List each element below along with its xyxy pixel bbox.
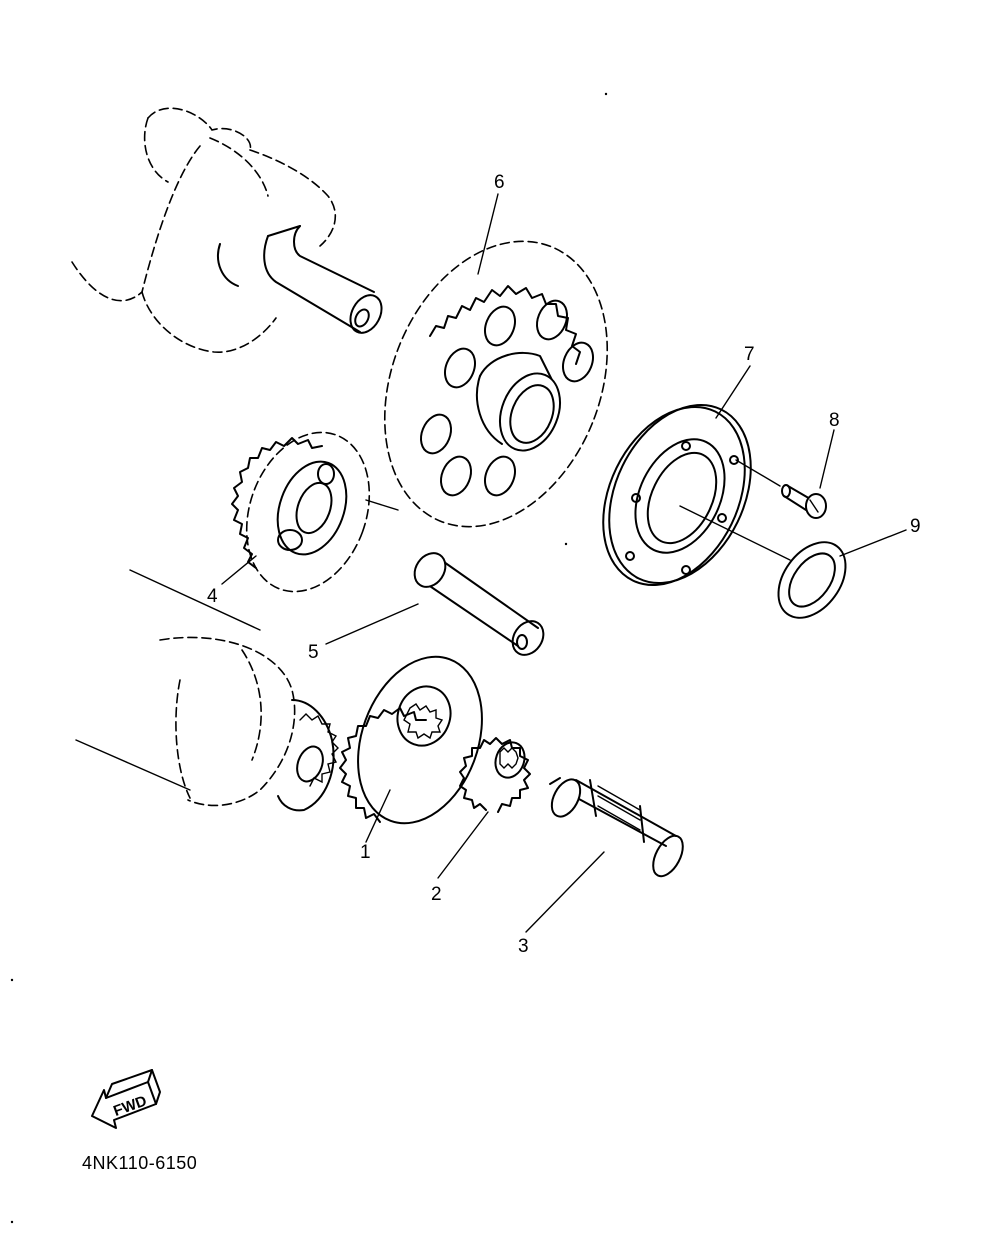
washer bbox=[777, 541, 847, 619]
callout-5: 5 bbox=[308, 642, 319, 663]
callout-8: 8 bbox=[829, 410, 840, 431]
fwd-arrow-icon: FWD bbox=[91, 1069, 161, 1129]
large-drive-gear bbox=[383, 240, 609, 528]
callout-3: 3 bbox=[518, 936, 529, 957]
balancer-drive-gear bbox=[339, 655, 483, 825]
balancer-shaft-outline bbox=[75, 569, 339, 812]
crankshaft-outline bbox=[71, 107, 383, 353]
callout-2: 2 bbox=[431, 884, 442, 905]
scan-dots bbox=[10, 92, 608, 1224]
idler-gear-with-bearing bbox=[231, 431, 399, 593]
part-code: 4NK110-6150 bbox=[82, 1153, 198, 1173]
callout-6: 6 bbox=[494, 172, 505, 193]
bolt bbox=[781, 484, 827, 519]
fwd-label: FWD bbox=[111, 1092, 149, 1120]
callout-7: 7 bbox=[744, 344, 755, 365]
bearing-housing-plate bbox=[602, 403, 752, 587]
callout-4: 4 bbox=[207, 586, 218, 607]
splined-shaft bbox=[549, 777, 684, 878]
callout-9: 9 bbox=[910, 516, 921, 537]
leader-lines bbox=[221, 193, 907, 933]
callout-labels: 1 2 3 4 5 6 7 8 9 bbox=[207, 172, 921, 957]
pinion-gear bbox=[459, 737, 531, 813]
assembly-guide-lines bbox=[679, 459, 791, 561]
callout-1: 1 bbox=[360, 842, 371, 863]
pin-collar bbox=[413, 552, 545, 656]
